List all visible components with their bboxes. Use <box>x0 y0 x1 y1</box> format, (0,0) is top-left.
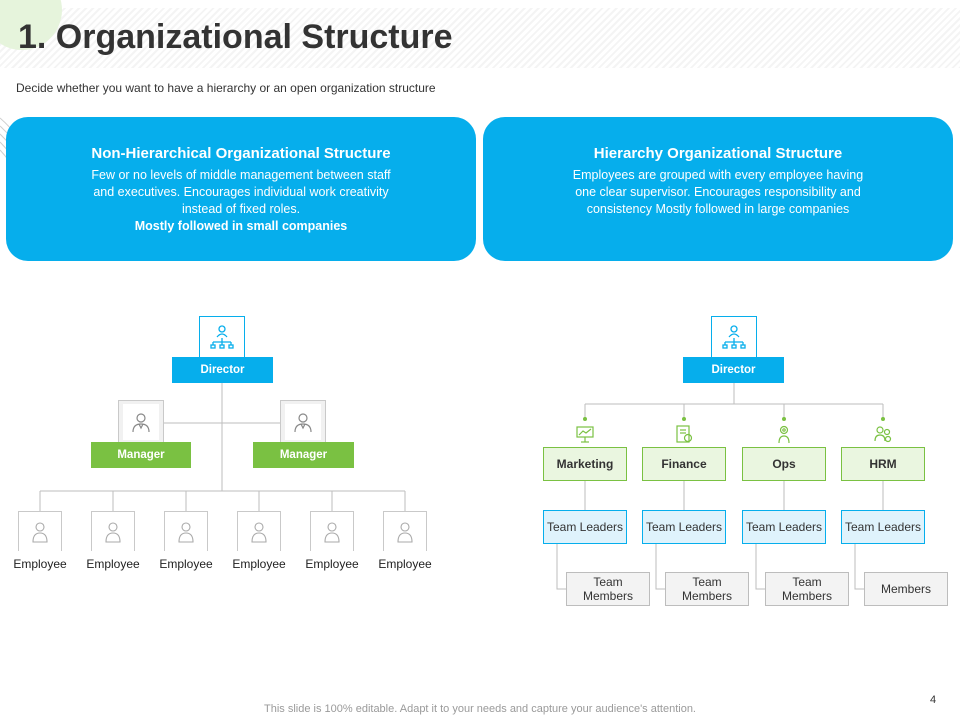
manager-person-icon <box>132 413 150 433</box>
hierarchy-card: Hierarchy Organizational Structure Emplo… <box>483 117 953 261</box>
employee-icon-box <box>164 511 208 551</box>
team-leaders-box: Team Leaders <box>841 510 925 544</box>
employee-icon-box <box>91 511 135 551</box>
finance-document-icon <box>674 424 694 444</box>
card-title: Non-Hierarchical Organizational Structur… <box>91 145 391 162</box>
employee-icon-box <box>383 511 427 551</box>
manager-label: Manager <box>91 442 191 468</box>
team-members-box: Team Members <box>566 572 650 606</box>
team-leaders-box: Team Leaders <box>742 510 826 544</box>
connector-dot <box>782 417 786 421</box>
employee-icon-box <box>310 511 354 551</box>
director-label: Director <box>172 357 273 383</box>
employee-label: Employee <box>159 557 213 571</box>
person-icon <box>105 521 121 543</box>
employee-label: Employee <box>86 557 140 571</box>
org-chart-icon <box>210 325 234 349</box>
presentation-board-icon <box>575 424 595 444</box>
manager-label: Manager <box>253 442 354 468</box>
employee-label: Employee <box>232 557 286 571</box>
dept-finance: Finance <box>642 447 726 481</box>
team-leaders-box: Team Leaders <box>543 510 627 544</box>
person-icon <box>251 521 267 543</box>
dept-marketing: Marketing <box>543 447 627 481</box>
people-gear-icon <box>873 424 893 444</box>
gear-person-icon <box>774 424 794 444</box>
manager-icon-box <box>118 400 164 444</box>
card-title: Hierarchy Organizational Structure <box>593 145 843 162</box>
manager-person-icon <box>294 413 312 433</box>
employee-icon-box <box>237 511 281 551</box>
person-icon <box>178 521 194 543</box>
connector-dot <box>682 417 686 421</box>
team-members-box: Team Members <box>765 572 849 606</box>
dept-hrm: HRM <box>841 447 925 481</box>
employee-label: Employee <box>378 557 432 571</box>
director-icon-box <box>199 316 245 358</box>
card-emphasis: Mostly followed in small companies <box>134 219 348 233</box>
members-box: Members <box>864 572 948 606</box>
page-number: 4 <box>930 694 937 706</box>
employee-label: Employee <box>305 557 359 571</box>
manager-icon-box <box>280 400 326 444</box>
card-description: Few or no levels of middle management be… <box>91 168 391 233</box>
employee-label: Employee <box>13 557 67 571</box>
team-members-box: Team Members <box>665 572 749 606</box>
page-title: 1. Organizational Structure <box>18 18 453 56</box>
person-icon <box>397 521 413 543</box>
director-icon-box <box>711 316 757 358</box>
connector-dot <box>583 417 587 421</box>
connector-dot <box>881 417 885 421</box>
footer-note: This slide is 100% editable. Adapt it to… <box>264 703 696 715</box>
card-description: Employees are grouped with every employe… <box>572 168 864 216</box>
person-icon <box>324 521 340 543</box>
org-chart-icon <box>722 325 746 349</box>
person-icon <box>32 521 48 543</box>
employee-icon-box <box>18 511 62 551</box>
team-leaders-box: Team Leaders <box>642 510 726 544</box>
director-label: Director <box>683 357 784 383</box>
non-hierarchical-card: Non-Hierarchical Organizational Structur… <box>6 117 476 261</box>
title-band <box>0 8 960 68</box>
page-subtitle: Decide whether you want to have a hierar… <box>16 81 436 95</box>
dept-ops: Ops <box>742 447 826 481</box>
